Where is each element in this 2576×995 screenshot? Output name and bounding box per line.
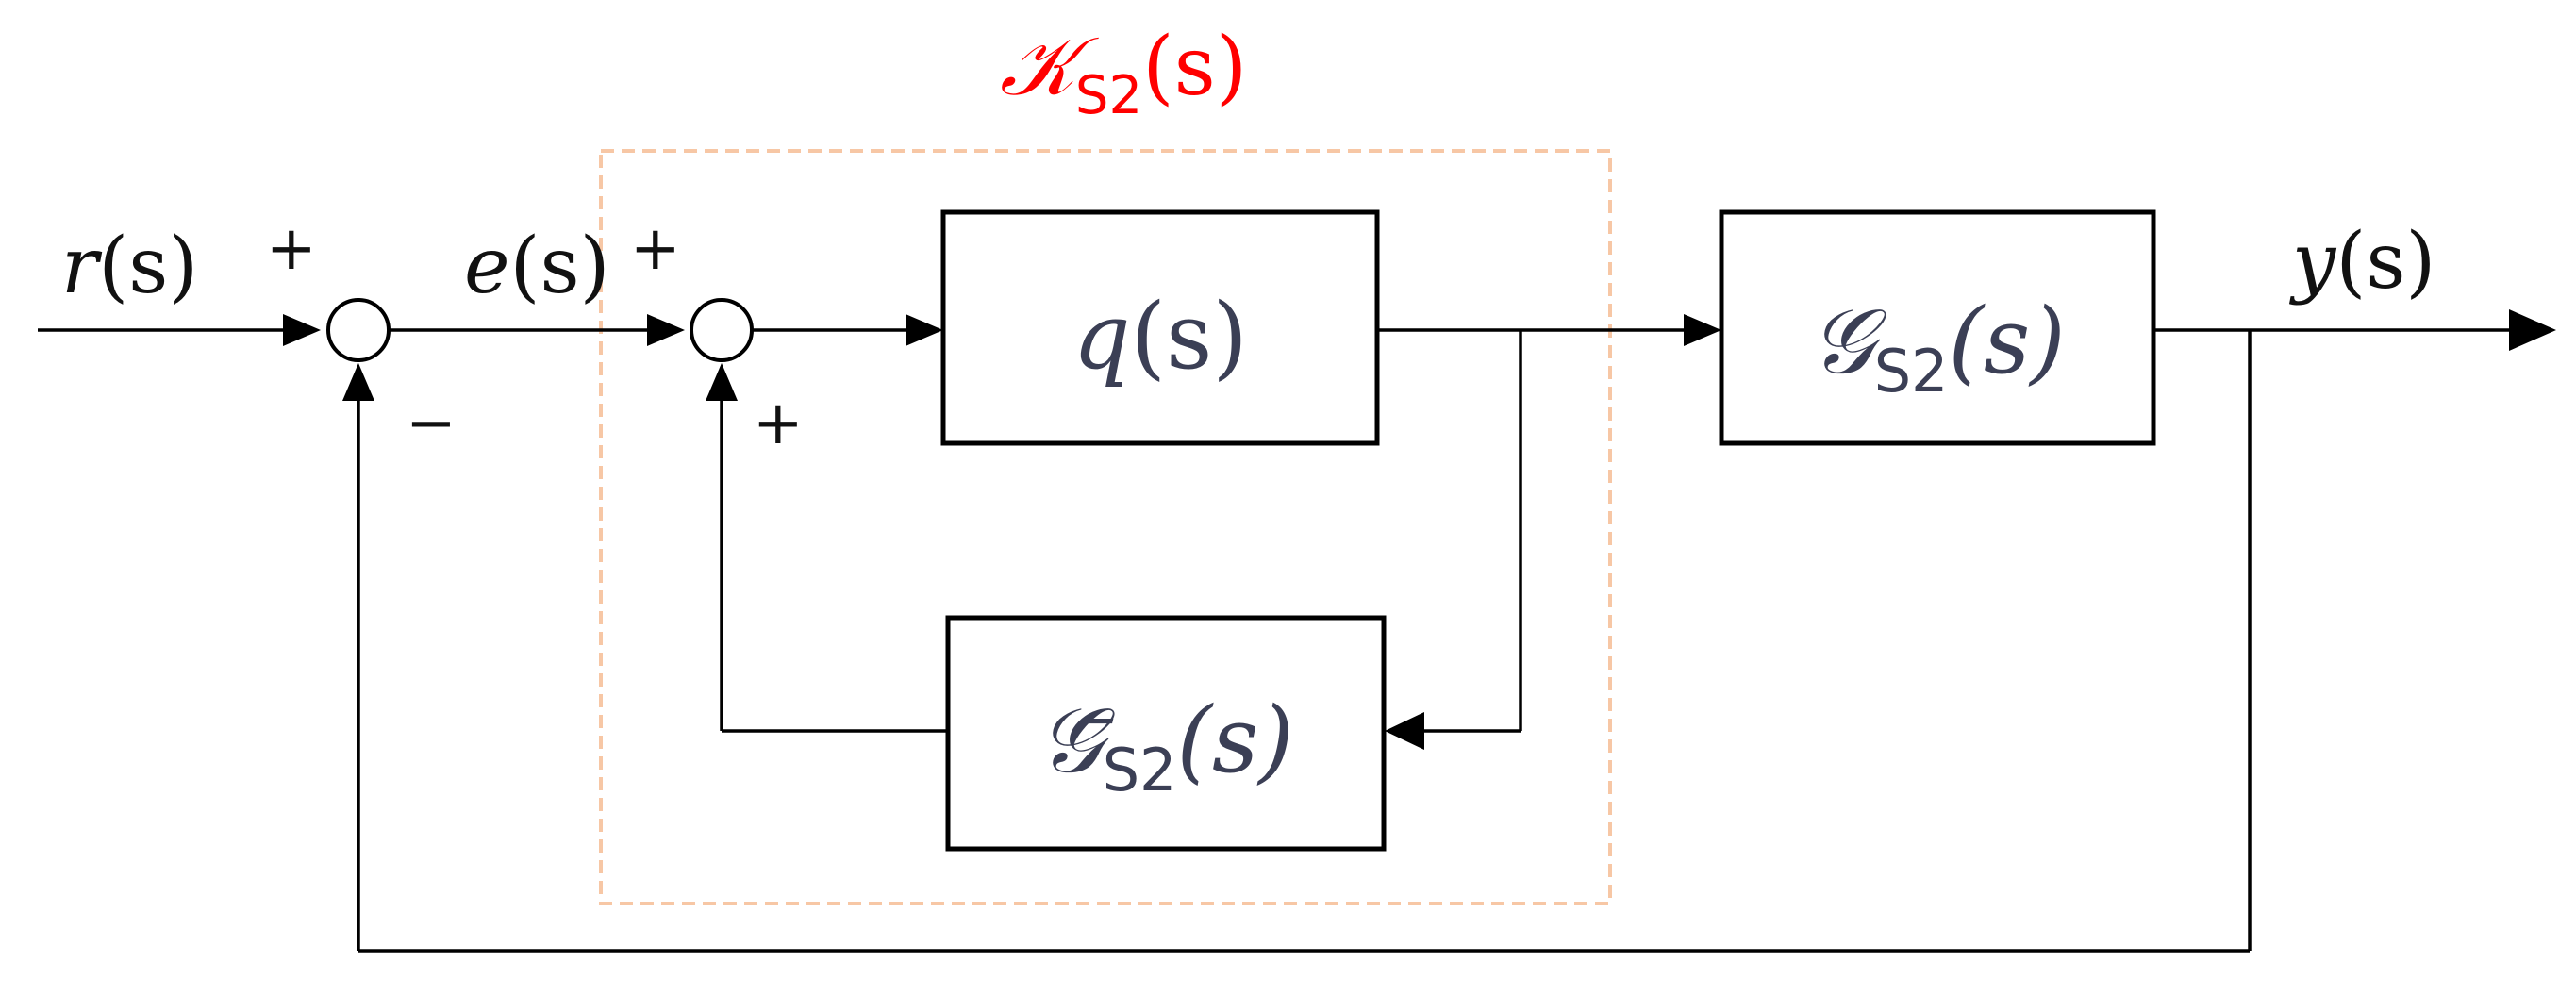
model-block-label: 𝒢̄S2(s) xyxy=(1038,688,1293,804)
arrowhead-model xyxy=(1385,712,1424,750)
q-block-label: q(s) xyxy=(1072,284,1248,390)
plant-block-subscript: S2 xyxy=(1874,337,1949,406)
model-block-symbol: 𝒢̄ xyxy=(1038,688,1115,793)
signal-y-arg: (s) xyxy=(2335,217,2435,307)
arrowhead-output xyxy=(2509,309,2556,351)
q-block-symbol: q xyxy=(1072,284,1130,390)
sum1-plus-sign: + xyxy=(266,214,317,284)
arrowhead-plant xyxy=(1684,314,1721,346)
controller-region xyxy=(599,149,1612,905)
plant-block-symbol: 𝒢 xyxy=(1809,289,1886,394)
plant-block-arg: (s) xyxy=(1949,289,2066,394)
sum1-minus-sign: − xyxy=(406,389,457,458)
signal-e-label: e(s) xyxy=(464,222,610,311)
arrowhead-q xyxy=(906,314,943,346)
signal-e-arg: (s) xyxy=(510,222,610,311)
plant-block xyxy=(1719,209,2156,446)
controller-label: 𝒦S2(s) xyxy=(1000,20,1247,126)
q-block xyxy=(940,209,1380,446)
signal-r-symbol: r xyxy=(61,222,103,311)
model-block xyxy=(945,615,1387,852)
model-block-arg: (s) xyxy=(1177,688,1294,793)
sum2-plus-bottom-sign: + xyxy=(753,389,804,458)
controller-label-arg: (s) xyxy=(1142,20,1247,114)
signal-r-arg: (s) xyxy=(98,222,198,311)
summing-junction-outer xyxy=(326,298,391,362)
model-block-subscript: S2 xyxy=(1103,736,1177,804)
q-block-arg: (s) xyxy=(1131,284,1248,390)
arrowhead-sum2 xyxy=(647,314,685,346)
signal-e-symbol: e xyxy=(464,222,510,311)
arrowhead-sum2-bottom xyxy=(706,363,738,401)
arrowhead-sum1 xyxy=(283,314,321,346)
plant-block-label: 𝒢S2(s) xyxy=(1809,289,2065,406)
signal-y-symbol: y xyxy=(2288,217,2337,307)
signal-r-label: r(s) xyxy=(61,222,198,311)
signal-y-label: y(s) xyxy=(2288,217,2435,307)
arrowhead-sum1-bottom xyxy=(342,363,374,401)
summing-junction-inner xyxy=(690,298,754,362)
sum2-plus-top-sign: + xyxy=(630,214,681,284)
controller-label-subscript: S2 xyxy=(1075,65,1142,126)
